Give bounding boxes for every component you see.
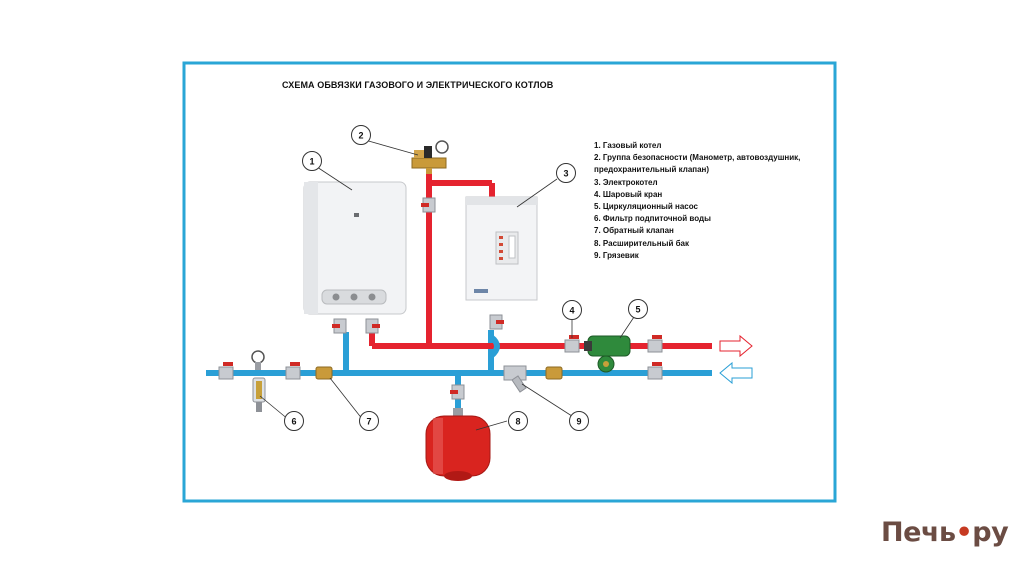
check-valves [315, 366, 563, 380]
callout-markers [284, 125, 648, 431]
flame-icon: • [955, 517, 973, 548]
callout-8-label: 8 [515, 417, 520, 427]
logo-prefix: Печь [881, 517, 956, 548]
flow-arrow-out [719, 334, 753, 358]
gas-boiler [303, 181, 407, 315]
callout-4-label: 4 [569, 306, 574, 316]
legend-item: 9. Грязевик [594, 250, 639, 260]
callout-8 [508, 411, 528, 431]
circulation-pump [584, 335, 631, 373]
legend-item: 1. Газовый котел [594, 141, 662, 150]
legend-item: 6. Фильтр подпиточной воды [594, 214, 711, 224]
diagram-frame [182, 61, 837, 503]
callout-9 [569, 411, 589, 431]
legend-item: 5. Циркуляционный насос [594, 202, 698, 212]
callout-labels: 1 2 3 4 5 6 7 8 9 [291, 131, 640, 427]
callout-6-label: 6 [291, 417, 296, 427]
callout-7-label: 7 [366, 417, 371, 427]
legend-item: 4. Шаровый кран [594, 189, 663, 199]
callout-2-label: 2 [358, 131, 363, 141]
flow-arrow-in [719, 361, 753, 385]
safety-group [411, 140, 449, 174]
callout-7 [359, 411, 379, 431]
legend-item: 8. Расширительный бак [594, 238, 689, 248]
callout-3 [556, 163, 576, 183]
return-pipes [206, 330, 712, 412]
leader-lines [259, 139, 639, 431]
callout-9-label: 9 [576, 417, 581, 427]
callout-3-label: 3 [563, 169, 568, 179]
logo-suffix: ру [972, 517, 1009, 548]
legend: 1. Газовый котел 2. Группа безопасности … [594, 140, 834, 262]
diagram-title: СХЕМА ОБВЯЗКИ ГАЗОВОГО И ЭЛЕКТРИЧЕСКОГО … [282, 80, 554, 90]
mud-strainer [503, 365, 527, 393]
callout-5 [628, 299, 648, 319]
expansion-tank [425, 408, 491, 481]
pipe-crossover [488, 334, 500, 359]
site-logo: Печь•ру [881, 517, 1009, 548]
callout-5-label: 5 [635, 305, 640, 315]
makeup-water-filter [251, 350, 266, 412]
ball-valves [218, 197, 663, 400]
callout-2 [351, 125, 371, 145]
legend-item: 2. Группа безопасности (Манометр, автово… [594, 153, 801, 175]
legend-item: 7. Обратный клапан [594, 226, 674, 236]
callout-1 [302, 151, 322, 171]
electric-boiler [465, 196, 538, 301]
callout-4 [562, 300, 582, 320]
callout-6 [284, 411, 304, 431]
legend-item: 3. Электрокотел [594, 177, 658, 187]
callout-1-label: 1 [309, 157, 314, 167]
